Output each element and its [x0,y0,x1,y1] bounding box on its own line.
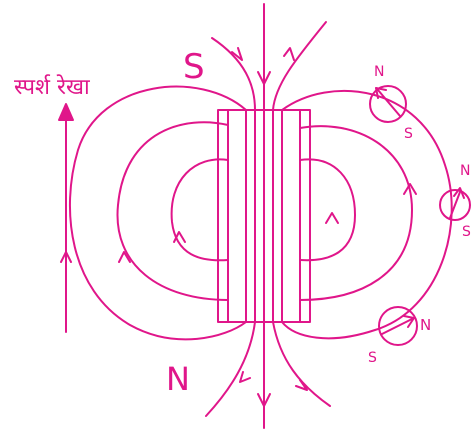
field-direction-arrows [118,47,417,407]
tangent-label: स्पर्श रेखा [14,74,90,100]
field-line-bottom-left [205,321,256,417]
field-line-inner-right [299,158,356,262]
field-line-middle-right [299,125,413,301]
compass-right: N S [439,163,471,240]
compass-north-label: N [374,64,384,80]
top-pole-label: S [183,47,205,87]
compass-top-right: N S [369,64,413,142]
compass-south-label: S [368,350,377,366]
field-line-outer-left [68,85,247,341]
compass-north-label: N [460,163,470,179]
compass-bottom-right: N S [368,306,431,366]
field-line-top-right [272,21,327,111]
field-line-top-left [211,37,256,111]
field-line-inner-left [170,158,229,262]
compass-south-label: S [404,126,413,142]
field-line-bottom-right [272,321,331,407]
bottom-pole-label: N [166,360,190,398]
compass-north-label: N [420,316,431,334]
tangent-arrow [58,103,74,333]
bar-magnet [217,109,311,323]
field-line-outer-right [281,89,453,340]
compass-south-label: S [462,224,471,240]
field-line-middle-left [116,121,229,301]
